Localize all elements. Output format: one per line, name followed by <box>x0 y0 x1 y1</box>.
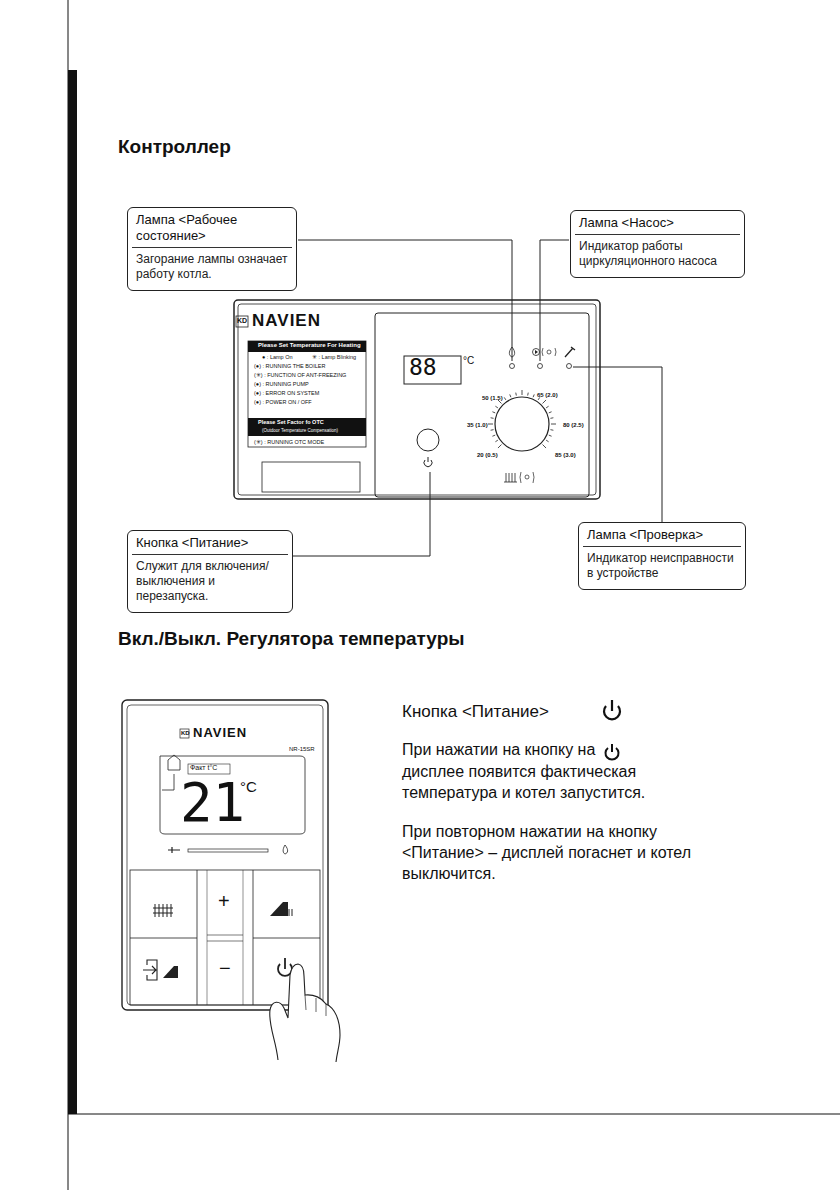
legend-note: ✳ : Lamp Blinking <box>312 354 356 360</box>
paragraph-text: дисплее появится фактическая температура… <box>402 761 702 803</box>
callout-body: Служит для включения/ выключения и перез… <box>128 555 292 610</box>
dial-tick <box>495 440 497 442</box>
dial-tick <box>550 429 553 431</box>
logo-mark: KD <box>181 730 190 737</box>
dial-tick <box>492 412 495 413</box>
sticker-row: (✳) : RUNNING OTC MODE <box>254 439 324 445</box>
paragraph-text: При повторном нажатии на кнопку <Питание… <box>402 821 722 884</box>
dial-mark: 85 (3.0) <box>555 452 576 459</box>
power-icon <box>604 700 620 719</box>
unit-mark: °C <box>463 355 474 367</box>
callout-body: Загорание лампы означает работу котла. <box>128 248 296 288</box>
dial-tick <box>543 400 547 404</box>
dial-tick <box>515 393 517 396</box>
dial-tick <box>510 394 511 397</box>
dial-mark: 80 (2.5) <box>563 422 584 429</box>
dial-tick <box>551 424 556 425</box>
callout-heading: Лампа <Проверка> <box>583 523 741 547</box>
callout-heading: Лампа <Насос> <box>575 211 740 235</box>
callout-box: Лампа <Рабочее состояние>Загорание лампы… <box>127 207 297 291</box>
dial-tick <box>522 390 523 395</box>
room-controller <box>122 700 340 1062</box>
sticker-header: Please Set Factor fo OTC <box>258 419 324 425</box>
paragraph-text: При нажатии на кнопку на <box>402 741 595 759</box>
sticker-row: (●) : ERROR ON SYSTEM <box>254 390 319 396</box>
page-title: Контроллер <box>118 136 231 158</box>
callout-body: Индикатор работы циркуляционного насоса <box>571 235 744 275</box>
sticker-row: (●) : POWER ON / OFF <box>254 399 312 405</box>
temp-display: 88 <box>409 354 437 380</box>
callout-heading: Кнопка <Питание> <box>132 531 288 555</box>
dial-tick <box>504 397 506 399</box>
callout-box: Кнопка <Питание>Служит для включения/ вы… <box>127 530 293 613</box>
dial-tick <box>491 429 494 431</box>
power-icon-bar <box>611 744 613 752</box>
leader-lines <box>293 240 662 556</box>
logo-mark: KD <box>237 317 247 325</box>
dial-tick <box>543 445 547 449</box>
paragraph-heading: Кнопка <Питание> <box>402 702 549 722</box>
unit-mark: °C <box>240 778 257 795</box>
brand-logo: NAVIEN <box>193 726 247 741</box>
sticker-row: (✳) : FUNCTION OF ANT-FREEZING <box>254 372 346 378</box>
callout-body: Индикатор неисправности в устройстве <box>579 547 745 587</box>
dial-tick <box>527 393 529 396</box>
dial-mark: 20 (0.5) <box>477 452 498 459</box>
dial-mark: 50 (1.5) <box>482 395 503 402</box>
dial-tick <box>549 435 552 436</box>
dial-tick <box>491 417 494 419</box>
lcd-caption: Факт t°C <box>190 764 217 772</box>
sticker-row: (●) : RUNNING PUMP <box>254 381 309 387</box>
controller-panel <box>234 300 600 499</box>
dial-tick <box>550 417 553 419</box>
button-minus: − <box>219 957 231 980</box>
sticker-note: (Outdoor Temperature Compensation) <box>262 428 338 433</box>
dial-mark: 65 (2.0) <box>537 392 558 399</box>
dial-tick <box>546 440 548 442</box>
callout-heading: Лампа <Рабочее состояние> <box>132 208 292 248</box>
sticker-header: Please Set Temperature For Heating <box>258 342 361 349</box>
dial-tick <box>549 412 552 413</box>
model-name: NR-15SR <box>289 746 315 753</box>
brand-logo: NAVIEN <box>252 311 321 331</box>
callout-box: Лампа <Насос>Индикатор работы циркуляцио… <box>570 210 745 278</box>
callout-box: Лампа <Проверка>Индикатор неисправности … <box>578 522 746 590</box>
page-frame <box>68 0 840 1190</box>
section-heading: Вкл./Выкл. Регулятора температуры <box>118 628 465 650</box>
power-icon <box>603 743 621 761</box>
dial-mark: 35 (1.0) <box>467 422 488 429</box>
dial-tick <box>546 406 548 408</box>
dial-tick <box>533 394 534 397</box>
dial-tick <box>495 406 497 408</box>
dial-tick <box>498 445 502 449</box>
sticker-row: (●) : RUNNING THE BOILER <box>254 363 325 369</box>
lcd-temperature: 21 <box>180 772 245 834</box>
legend-note: ● : Lamp On <box>262 354 293 360</box>
dial-tick <box>492 435 495 436</box>
button-plus: + <box>218 890 230 913</box>
dial-tick <box>488 424 493 425</box>
